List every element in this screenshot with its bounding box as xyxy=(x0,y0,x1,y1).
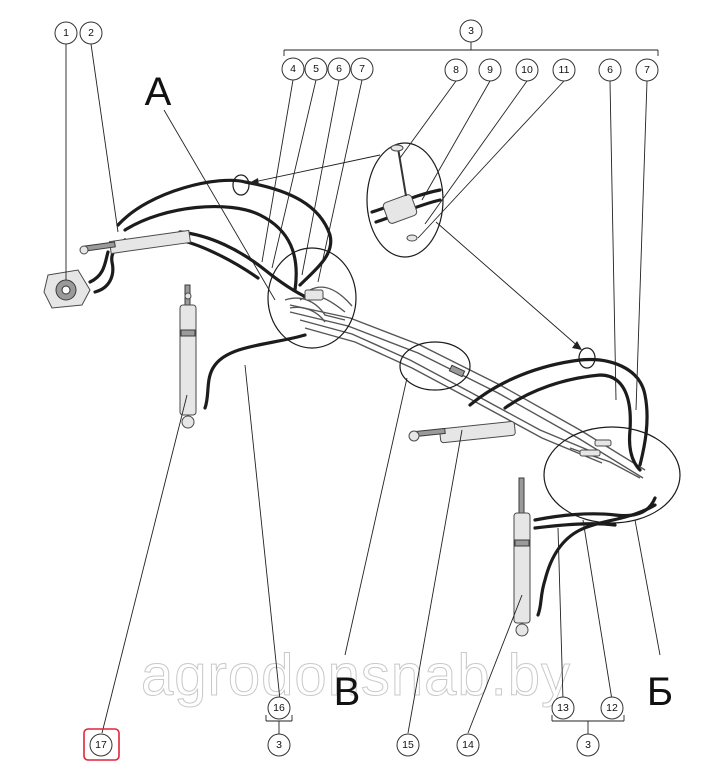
svg-text:10: 10 xyxy=(521,64,533,76)
callout-3-top: 3 xyxy=(459,19,483,43)
svg-text:16: 16 xyxy=(273,702,285,714)
svg-text:7: 7 xyxy=(644,64,650,76)
svg-text:5: 5 xyxy=(313,63,319,75)
callout-17: 17 xyxy=(83,728,120,761)
group-3-top-bracket xyxy=(283,42,659,56)
callout-3-under-12-13: 3 xyxy=(576,733,600,757)
cylinder-15 xyxy=(408,420,516,444)
svg-text:2: 2 xyxy=(88,27,94,39)
callout-9: 9 xyxy=(478,58,502,82)
svg-text:3: 3 xyxy=(585,739,591,751)
callout-3-under-16: 3 xyxy=(267,733,291,757)
cylinder-14 xyxy=(513,477,531,637)
svg-text:7: 7 xyxy=(359,63,365,75)
svg-text:6: 6 xyxy=(336,63,342,75)
callout-8: 8 xyxy=(444,58,468,82)
cylinder-2 xyxy=(79,229,192,255)
svg-text:9: 9 xyxy=(487,64,493,76)
callout-11: 11 xyxy=(552,58,576,82)
callout-6-left: 6 xyxy=(327,57,351,81)
callout-5: 5 xyxy=(304,57,328,81)
svg-text:1: 1 xyxy=(63,27,69,39)
clamp-arrows xyxy=(248,154,582,350)
svg-text:3: 3 xyxy=(468,25,474,37)
callout-4: 4 xyxy=(281,57,305,81)
hose-group-right xyxy=(468,357,657,617)
svg-text:15: 15 xyxy=(402,739,414,751)
callout-12: 12 xyxy=(600,696,624,720)
detail-a-ring xyxy=(267,247,357,349)
view-label-b: Б xyxy=(647,670,673,714)
clamp-marker-left xyxy=(232,174,250,196)
detail-v-ring xyxy=(399,341,471,391)
svg-text:11: 11 xyxy=(559,64,570,76)
callout-16: 16 xyxy=(267,696,291,720)
detail-b-ring xyxy=(543,426,681,524)
callout-10: 10 xyxy=(515,58,539,82)
svg-text:13: 13 xyxy=(557,702,569,714)
callout-1: 1 xyxy=(54,21,78,45)
svg-text:14: 14 xyxy=(462,739,474,751)
view-label-a: А xyxy=(145,70,172,114)
svg-text:6: 6 xyxy=(607,64,613,76)
callout-13: 13 xyxy=(551,696,575,720)
callout-17-highlight-frame xyxy=(83,728,120,761)
pump-flange xyxy=(43,269,91,309)
callout-15: 15 xyxy=(396,733,420,757)
callout-7-right: 7 xyxy=(635,58,659,82)
group-3-bottom-left-bracket xyxy=(265,715,293,735)
callout-6-right: 6 xyxy=(598,58,622,82)
svg-text:12: 12 xyxy=(606,702,618,714)
svg-text:3: 3 xyxy=(276,739,282,751)
svg-text:17: 17 xyxy=(95,739,107,751)
clamp-marker-right xyxy=(578,347,596,369)
svg-text:4: 4 xyxy=(290,63,296,75)
hose-to-cylinder-17 xyxy=(203,333,307,410)
leader-lines xyxy=(65,43,661,734)
callout-14: 14 xyxy=(456,733,480,757)
callout-7-left: 7 xyxy=(350,57,374,81)
callout-2: 2 xyxy=(79,21,103,45)
group-3-bottom-right-bracket xyxy=(551,715,625,735)
cylinder-17 xyxy=(179,284,197,429)
view-label-v: В xyxy=(334,670,361,714)
clamp-detail-ring xyxy=(366,142,444,258)
svg-text:8: 8 xyxy=(453,64,459,76)
steel-tube-assembly xyxy=(289,286,646,479)
